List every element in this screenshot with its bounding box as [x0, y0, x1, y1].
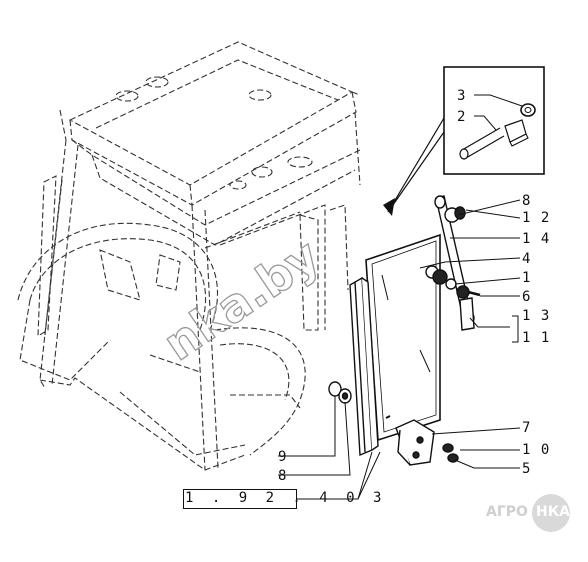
logo-badge: [532, 494, 570, 532]
hardware: [328, 206, 481, 466]
callout-labels: 3 2 8 1 2 1 4 4 1 6 1 3 1 1 7 1 0 5 9 8: [278, 88, 550, 484]
callout-8-bottom: 8: [278, 468, 287, 484]
callout-14: 1 4: [522, 231, 550, 247]
callout-7: 7: [522, 420, 531, 436]
callout-13: 1 3: [522, 308, 550, 324]
callout-12: 1 2: [522, 210, 550, 226]
leader-lines: [278, 199, 521, 500]
cab-outline: [17, 41, 361, 471]
callout-9: 9: [278, 449, 287, 465]
callout-2: 2: [457, 109, 466, 125]
callout-1: 1: [522, 270, 531, 286]
inset-detail: [383, 66, 545, 216]
logo-text-agro: АГРО: [486, 504, 528, 520]
agronka-logo: АГРО НКА: [486, 494, 580, 534]
reference-number: 1 . 9 2 . 4 0 3: [185, 490, 387, 506]
callout-11: 1 1: [522, 330, 550, 346]
callout-3: 3: [457, 88, 466, 104]
callout-4: 4: [522, 251, 531, 267]
callout-10: 1 0: [522, 442, 550, 458]
reference-box: [183, 489, 297, 509]
callout-5: 5: [522, 461, 531, 477]
logo-text-nka: НКА: [536, 504, 570, 520]
callout-6: 6: [522, 289, 531, 305]
callout-8-top: 8: [522, 193, 531, 209]
seal-strips: [349, 276, 379, 457]
